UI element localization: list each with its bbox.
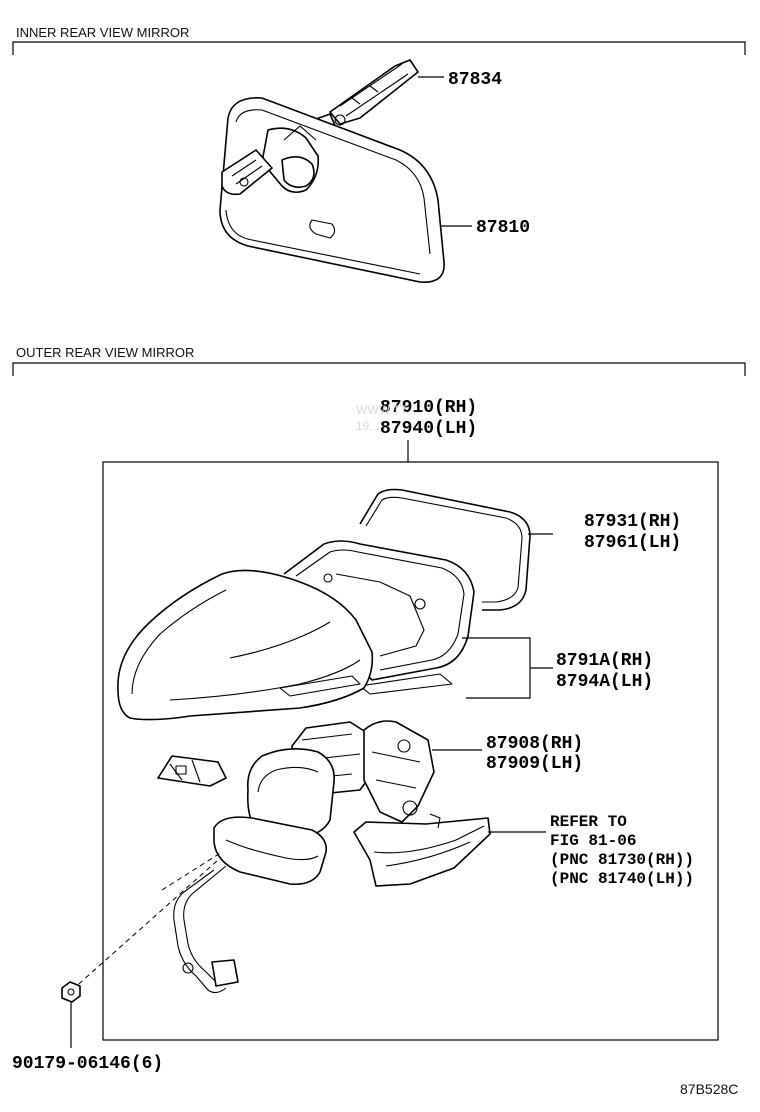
callout-87961-lh: 87961(LH): [584, 533, 681, 553]
watermark-line-1: WWW.TT...: [356, 403, 416, 417]
callout-90179: 90179-06146(6): [12, 1054, 163, 1074]
refer-line-2: FIG 81-06: [550, 832, 636, 850]
outer-section-title: OUTER REAR VIEW MIRROR: [16, 345, 194, 360]
mirror-base[interactable]: [213, 748, 335, 886]
nut-90179[interactable]: [61, 981, 81, 1003]
assembly-frame: [102, 461, 719, 1041]
callout-87931-rh: 87931(RH): [584, 512, 681, 532]
refer-line-1: REFER TO: [550, 813, 627, 831]
install-dash-lines: [71, 851, 223, 991]
turn-signal-lamp[interactable]: [353, 813, 491, 887]
watermark-line-2: 19...: [356, 419, 379, 433]
leader-8791A: [462, 637, 553, 699]
mirror-housing-8791A[interactable]: [283, 540, 475, 695]
callout-87909-lh: 87909(LH): [486, 754, 583, 774]
callout-8791A-rh: 8791A(RH): [556, 651, 653, 671]
refer-line-4: (PNC 81740(LH)): [550, 870, 694, 888]
outer-section-bracket: [12, 362, 746, 376]
callout-87834: 87834: [448, 70, 502, 90]
inner-mirror-87810[interactable]: [219, 97, 445, 283]
small-bracket[interactable]: [157, 755, 227, 787]
mirror-glass-87931[interactable]: [359, 488, 531, 611]
callout-87810: 87810: [476, 218, 530, 238]
inner-section-bracket: [12, 41, 746, 55]
callout-87910-rh: 87910(RH): [380, 398, 477, 418]
diagram-code: 87B528C: [680, 1081, 738, 1097]
refer-line-3: (PNC 81730(RH)): [550, 851, 694, 869]
callout-8794A-lh: 8794A(LH): [556, 672, 653, 692]
wire-harness[interactable]: [173, 865, 239, 994]
callout-87908-rh: 87908(RH): [486, 734, 583, 754]
inner-section-title: INNER REAR VIEW MIRROR: [16, 25, 189, 40]
mirror-cover[interactable]: [117, 569, 374, 721]
callout-87940-lh: 87940(LH): [380, 419, 477, 439]
